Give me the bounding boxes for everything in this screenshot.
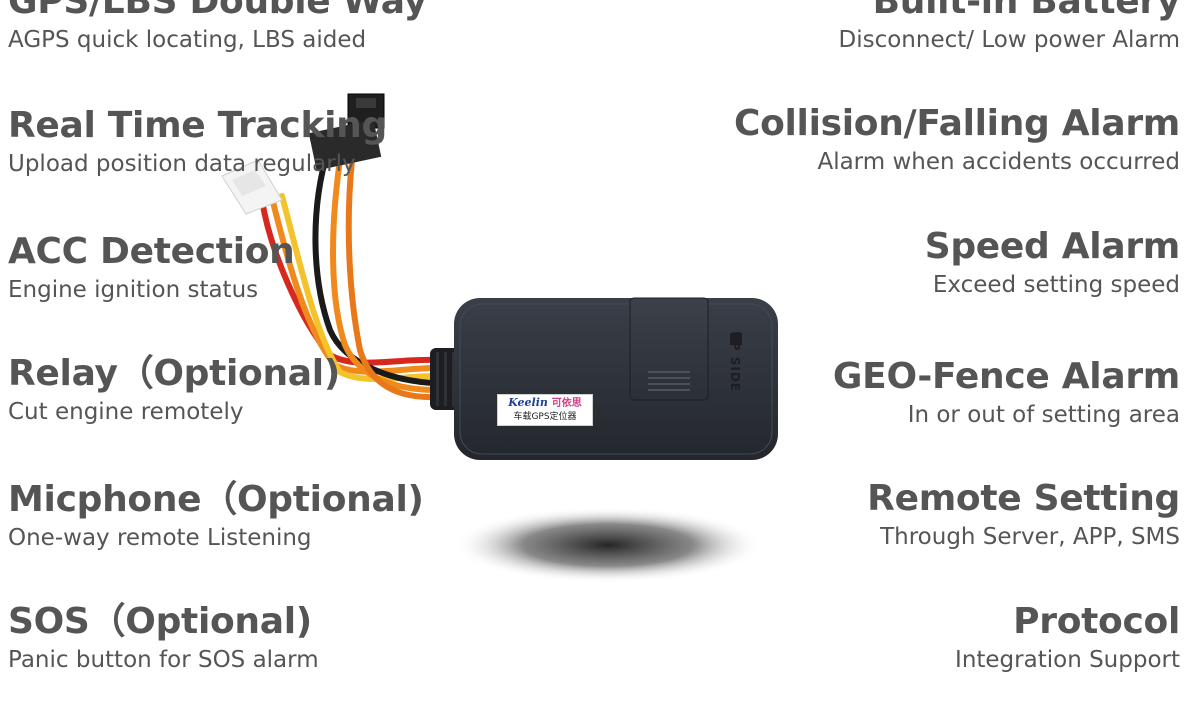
wire-yellow (279, 193, 439, 383)
feature-desc: Disconnect/ Low power Alarm (838, 27, 1180, 53)
upside-label: UP SIDE (728, 331, 742, 392)
brand-name: Keelin 可依思 (498, 396, 592, 411)
feature-geo-fence-alarm: GEO-Fence Alarm In or out of setting are… (833, 357, 1180, 429)
device-shadow (453, 507, 763, 583)
cable-collar (430, 348, 464, 410)
wire-black (312, 147, 439, 386)
feature-desc: One-way remote Listening (8, 525, 312, 551)
feature-acc-detection: ACC Detection Engine ignition status (8, 232, 295, 304)
feature-sos: SOS（Optional) Panic button for SOS alarm (8, 602, 319, 674)
feature-desc: In or out of setting area (907, 402, 1180, 428)
feature-desc: Cut engine remotely (8, 399, 244, 425)
feature-relay: Relay（Optional) Cut engine remotely (8, 354, 340, 426)
device-brand-label: Keelin 可依思 车载GPS定位器 (497, 394, 593, 426)
feature-gps-lbs: GPS/LBS Double Way AGPS quick locating, … (8, 0, 427, 54)
cover-grip (648, 371, 690, 391)
feature-real-time-tracking: Real Time Tracking Upload position data … (8, 106, 387, 178)
feature-title: Remote Setting (867, 478, 1180, 519)
feature-title: Micphone（Optional) (8, 479, 424, 520)
feature-remote-setting: Remote Setting Through Server, APP, SMS (867, 479, 1180, 551)
feature-title: Relay（Optional) (8, 353, 340, 394)
feature-desc: Panic button for SOS alarm (8, 647, 319, 673)
feature-desc: Alarm when accidents occurred (817, 149, 1180, 175)
feature-desc: AGPS quick locating, LBS aided (8, 27, 367, 53)
device-type-label: 车载GPS定位器 (513, 412, 577, 422)
feature-title: Built-in Battery (872, 0, 1181, 22)
feature-title: Protocol (1013, 601, 1180, 642)
wire-orange-2 (330, 157, 439, 393)
feature-title: GEO-Fence Alarm (832, 356, 1180, 397)
feature-built-in-battery: Built-in Battery Disconnect/ Low power A… (838, 0, 1180, 54)
feature-speed-alarm: Speed Alarm Exceed setting speed (924, 226, 1181, 299)
feature-title: Speed Alarm (924, 226, 1181, 267)
feature-title: GPS/LBS Double Way (8, 0, 427, 22)
feature-desc: Exceed setting speed (932, 272, 1180, 298)
wire-orange-3 (345, 157, 439, 401)
feature-desc: Engine ignition status (8, 277, 259, 303)
feature-title: Real Time Tracking (8, 105, 387, 146)
feature-desc: Integration Support (955, 647, 1180, 673)
feature-protocol: Protocol Integration Support (955, 602, 1180, 674)
brand-name-en: Keelin (508, 396, 548, 409)
brand-name-cn: 可依思 (551, 398, 582, 409)
feature-desc: Upload position data regularly (8, 151, 356, 177)
upside-text: UP SIDE (728, 331, 744, 431)
feature-title: SOS（Optional) (8, 601, 312, 642)
wire-orange-1 (269, 195, 439, 375)
feature-title: ACC Detection (8, 231, 295, 272)
feature-desc: Through Server, APP, SMS (880, 524, 1180, 550)
feature-title: Collision/Falling Alarm (733, 103, 1180, 144)
device-cover (629, 297, 709, 401)
feature-collision-alarm: Collision/Falling Alarm Alarm when accid… (734, 104, 1180, 176)
feature-microphone: Micphone（Optional) One-way remote Listen… (8, 480, 424, 552)
